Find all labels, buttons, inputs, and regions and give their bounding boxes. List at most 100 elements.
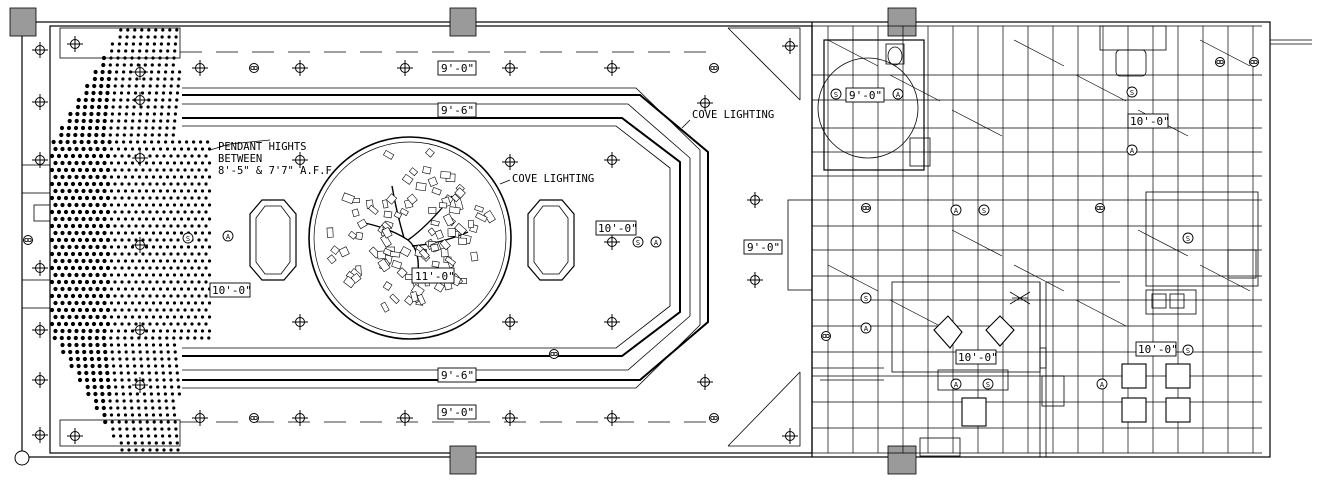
- pendant-dot: [127, 182, 131, 186]
- pendant-dot: [130, 287, 135, 291]
- pendant-dot: [126, 91, 131, 95]
- pendant-dot: [186, 189, 191, 193]
- pendant-dot: [109, 301, 114, 305]
- pendant-dot: [151, 203, 156, 207]
- pendant-dot: [148, 168, 152, 172]
- pendant-dot: [175, 371, 179, 375]
- pendant-dot: [77, 251, 83, 257]
- pendant-dot: [141, 448, 145, 452]
- pendant-dot: [167, 357, 171, 361]
- pendant-dot: [49, 153, 55, 159]
- height-label-office-middle: 10'-0": [955, 349, 998, 365]
- pendant-dot: [179, 231, 184, 235]
- pendant-dot: [123, 161, 128, 165]
- pendant-dot: [130, 175, 135, 179]
- pendant-dot: [167, 105, 171, 109]
- pendant-dot: [179, 245, 184, 249]
- pendant-dot: [120, 266, 124, 270]
- pendant-dot: [162, 378, 166, 382]
- pendant-dot: [147, 98, 151, 102]
- pendant-dot: [161, 28, 165, 32]
- pendant-dot: [60, 230, 65, 236]
- pendant-dot: [74, 258, 79, 264]
- pendant-dot: [175, 28, 179, 32]
- pendant-dot: [94, 405, 99, 411]
- pendant-dot: [154, 28, 158, 32]
- pendant-dot: [165, 161, 170, 165]
- pendant-dot: [136, 140, 140, 144]
- pendant-dot: [148, 224, 152, 228]
- pendant-dot: [81, 230, 86, 236]
- pendant-dot: [123, 273, 128, 277]
- pendant-dot: [190, 168, 194, 172]
- pendant-dot: [102, 160, 107, 166]
- pendant-dot: [137, 203, 142, 207]
- pendant-dot: [172, 175, 177, 179]
- pendant-dot: [179, 147, 184, 151]
- pendant-dot: [70, 167, 76, 173]
- pendant-dot: [74, 202, 79, 208]
- pendant-dot: [173, 119, 177, 123]
- pendant-dot: [174, 357, 178, 361]
- pendant-dot: [81, 328, 86, 334]
- pendant-dot: [158, 126, 162, 130]
- pendant-dot: [117, 42, 121, 46]
- pendant-dot: [56, 167, 62, 173]
- smoke-detector-icon: S: [982, 378, 994, 390]
- pendant-dot: [123, 217, 128, 221]
- pendant-dot: [113, 266, 117, 270]
- pendant-dot: [141, 210, 145, 214]
- light-fixture-icon: [32, 152, 48, 168]
- pendant-dot: [56, 293, 62, 299]
- pendant-dot: [120, 210, 124, 214]
- pendant-dot: [168, 98, 172, 102]
- pendant-dot: [124, 420, 128, 424]
- pendant-dot: [158, 287, 163, 291]
- pendant-dot: [121, 77, 125, 81]
- pendant-dot: [169, 378, 173, 382]
- pendant-dot: [145, 119, 149, 123]
- tree-leaf: [380, 234, 392, 248]
- pendant-dot: [197, 224, 201, 228]
- pendant-dot: [115, 70, 119, 74]
- pendant-dot: [88, 146, 93, 152]
- pendant-dot: [200, 189, 205, 193]
- pendant-dot: [169, 224, 173, 228]
- pendant-dot: [98, 251, 104, 257]
- pendant-dot: [207, 189, 212, 193]
- pendant-dot: [152, 350, 156, 354]
- pendant-dot: [56, 265, 62, 271]
- pendant-dot: [166, 350, 170, 354]
- pendant-dot: [123, 301, 128, 305]
- pendant-dot: [141, 322, 145, 326]
- pendant-dot: [60, 342, 65, 348]
- pendant-dot: [136, 133, 140, 137]
- pendant-dot: [80, 335, 85, 341]
- light-fixture-icon: [292, 314, 308, 330]
- pendant-dot: [119, 91, 124, 95]
- pendant-dot: [138, 112, 142, 116]
- pendant-dot: [172, 217, 177, 221]
- smoke-detector-icon: S: [1182, 344, 1194, 356]
- smoke-detector-icon: S: [978, 204, 990, 216]
- pendant-dot: [148, 308, 152, 312]
- pendant-dot: [95, 146, 100, 152]
- pendant-dot: [84, 153, 90, 159]
- pendant-dot: [52, 335, 57, 341]
- light-fixture-icon: [502, 410, 518, 426]
- pendant-dot: [127, 84, 131, 88]
- pendant-dot: [154, 91, 159, 95]
- pendant-note-line-2: BETWEEN: [218, 153, 262, 165]
- pendant-dot: [151, 259, 156, 263]
- pendant-dot: [132, 427, 136, 431]
- tree-leaf: [410, 291, 419, 303]
- pendant-dot: [109, 343, 114, 347]
- pendant-dot: [116, 126, 120, 130]
- pendant-dot: [130, 343, 135, 347]
- pendant-dot: [102, 146, 107, 152]
- pendant-dot: [70, 181, 76, 187]
- pendant-dot: [122, 70, 126, 74]
- pendant-dot: [128, 77, 132, 81]
- light-fixture-icon: [32, 260, 48, 276]
- pendant-dot: [207, 315, 212, 319]
